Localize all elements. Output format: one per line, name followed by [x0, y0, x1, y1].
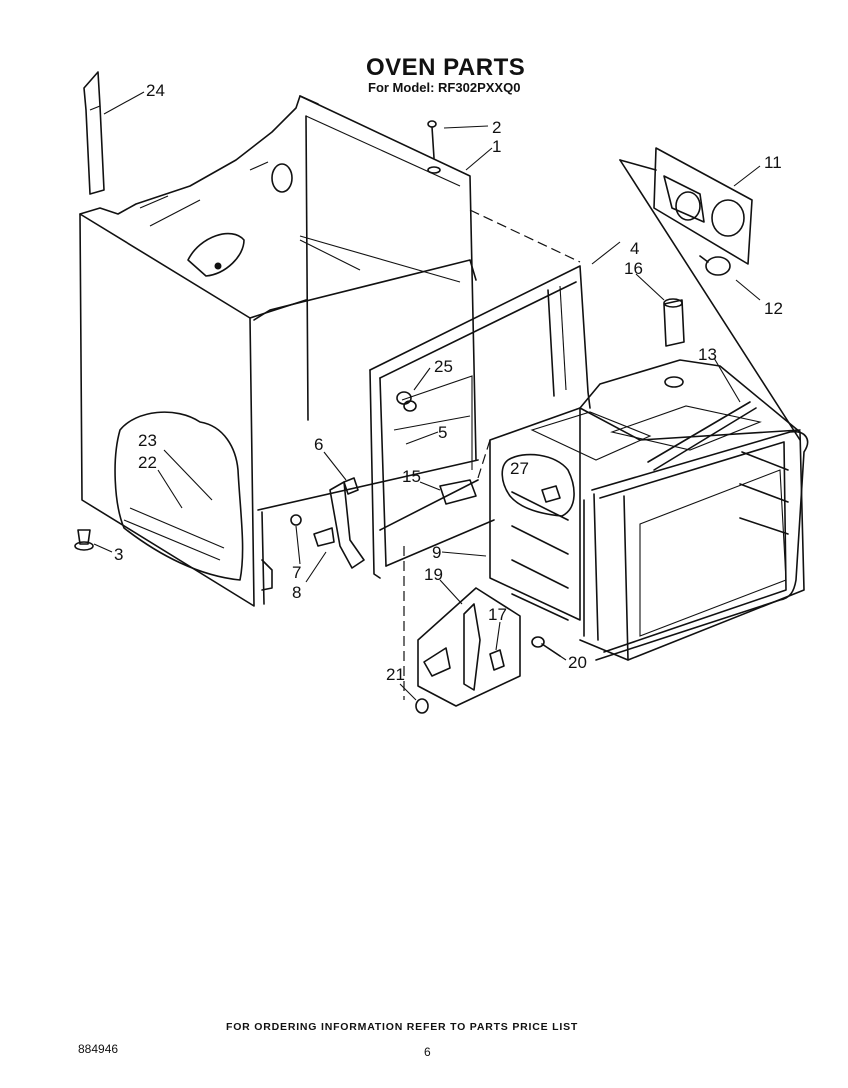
callout-21: 21 [386, 665, 405, 684]
part-1-oven-cabinet [79, 95, 479, 607]
callout-13: 13 [698, 345, 717, 364]
part-2-screw [427, 120, 441, 174]
callout-15: 15 [402, 467, 421, 486]
callout-8: 8 [292, 583, 301, 602]
document-number: 884946 [78, 1042, 119, 1056]
part-21-nut [415, 698, 429, 714]
part-9-oven-liner [489, 359, 805, 661]
ordering-note: FOR ORDERING INFORMATION REFER TO PARTS … [226, 1021, 579, 1033]
callout-6: 6 [314, 435, 323, 454]
callout-3: 3 [114, 545, 123, 564]
leader-lines [93, 91, 761, 701]
callout-1: 1 [492, 137, 501, 156]
part-16-light-socket [663, 298, 685, 388]
part-3-screw [74, 529, 94, 551]
callout-27: 27 [510, 459, 529, 478]
part-11-light-housing [619, 147, 801, 441]
callout-24: 24 [146, 81, 165, 100]
callout-11: 11 [764, 153, 782, 172]
part-15-bracket [439, 479, 477, 505]
model-subtitle: For Model: RF302PXXQ0 [368, 80, 521, 95]
part-13-heating-element [591, 401, 809, 661]
callout-16: 16 [624, 259, 643, 278]
part-19-hinge-assembly [403, 546, 521, 707]
callout-19: 19 [424, 565, 443, 584]
callout-4: 4 [630, 239, 639, 258]
callout-5: 5 [438, 423, 447, 442]
part-25-grommet [396, 391, 417, 412]
part-12-light-bulb [699, 255, 731, 276]
callout-9: 9 [432, 543, 441, 562]
callout-25: 25 [434, 357, 453, 376]
callout-23: 23 [138, 431, 157, 450]
page-number: 6 [424, 1045, 431, 1059]
callout-17: 17 [488, 605, 507, 624]
callout-labels: 24 2 1 11 4 16 12 13 25 5 6 15 27 23 22 … [114, 81, 783, 684]
page-title: OVEN PARTS [366, 54, 526, 81]
callout-12: 12 [764, 299, 783, 318]
callout-22: 22 [138, 453, 157, 472]
callout-7: 7 [292, 563, 301, 582]
part-24-vent-bracket [83, 71, 105, 195]
part-6-7-8-spring-bracket [290, 477, 365, 569]
callout-2: 2 [492, 118, 501, 137]
callout-20: 20 [568, 653, 587, 672]
part-4-front-frame [369, 265, 591, 579]
